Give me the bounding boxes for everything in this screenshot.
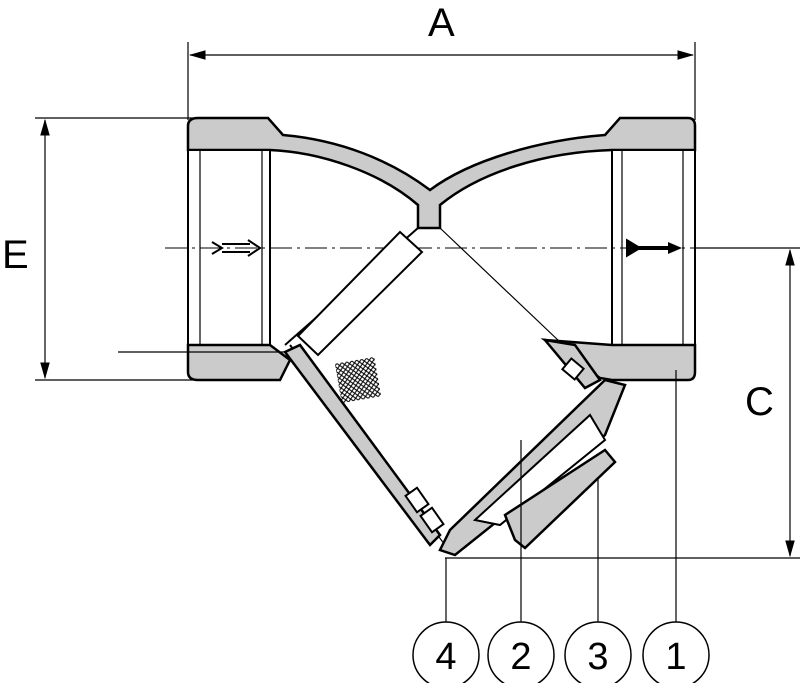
valve-body — [165, 116, 700, 382]
svg-text:3: 3 — [587, 636, 608, 678]
dimension-label-c: C — [745, 380, 774, 424]
mesh-detail — [334, 356, 382, 404]
strainer-screen — [118, 230, 446, 547]
part-balloon-4: 4 — [412, 621, 480, 683]
part-balloon-2: 2 — [487, 621, 555, 683]
dimension-label-a: A — [428, 1, 455, 45]
dimension-e: E — [2, 117, 195, 381]
dimension-a: A — [187, 1, 696, 120]
svg-text:4: 4 — [435, 636, 456, 678]
dimension-c: C — [445, 247, 800, 559]
svg-text:1: 1 — [665, 636, 686, 678]
cap-assembly — [404, 338, 627, 557]
dimension-label-e: E — [2, 233, 29, 277]
flow-in-arrow-icon — [211, 239, 262, 257]
part-balloon-3: 3 — [564, 621, 632, 683]
svg-text:2: 2 — [510, 636, 531, 678]
flow-out-arrow-icon — [626, 238, 672, 258]
part-balloon-1: 1 — [642, 621, 710, 683]
